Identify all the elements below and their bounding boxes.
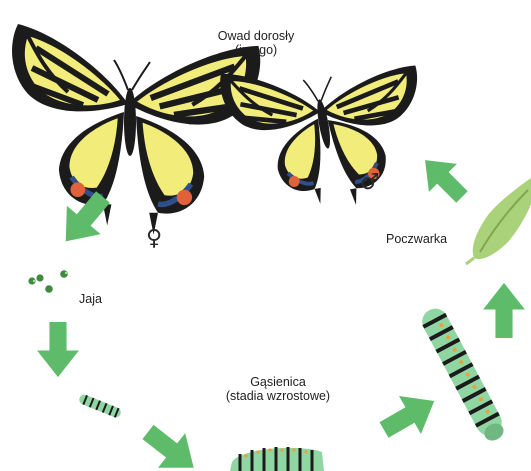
female-symbol: ♀ (146, 226, 162, 251)
eggs-label: Jaja (79, 292, 102, 306)
pupa (466, 178, 531, 264)
arrow-small-to-large-caterpillar (134, 415, 207, 471)
arrow-eggs-to-caterpillar (37, 322, 79, 377)
arrow-caterpillar-to-pupa-low (373, 382, 445, 449)
caterpillar-label-line1: Gąsienica (212, 375, 344, 389)
large-caterpillar-bottom (230, 447, 324, 471)
arrow-pupa-to-adult (411, 146, 476, 211)
adult-label-line2: (imago) (206, 43, 306, 57)
small-caterpillar (78, 393, 123, 419)
caterpillar-label-line2: (stadia wzrostowe) (212, 389, 344, 403)
arrow-caterpillar-to-pupa (483, 283, 525, 338)
large-caterpillar-right (418, 304, 509, 445)
eggs (28, 270, 67, 293)
adult-label-line1: Owad dorosły (206, 29, 306, 43)
pupa-label: Poczwarka (386, 232, 447, 246)
male-symbol: ♂ (360, 170, 380, 195)
